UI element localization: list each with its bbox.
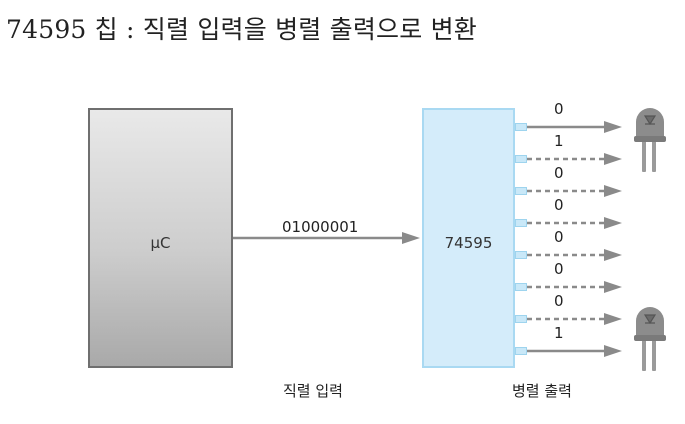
output-pin xyxy=(515,123,527,131)
output-arrowhead xyxy=(604,121,622,133)
output-bit-label: 0 xyxy=(554,196,564,214)
serial-input-arrowhead xyxy=(402,232,420,244)
output-pin xyxy=(515,347,527,355)
output-bit-label: 0 xyxy=(554,100,564,118)
output-arrowhead xyxy=(604,217,622,229)
microcontroller-block: μC xyxy=(88,108,233,368)
output-bit-label: 0 xyxy=(554,292,564,310)
output-pin xyxy=(515,315,527,323)
diagram-title: 74595 칩 : 직렬 입력을 병렬 출력으로 변환 xyxy=(6,15,477,44)
output-arrowhead xyxy=(604,249,622,261)
output-bit-label: 1 xyxy=(554,324,564,342)
output-bit-label: 0 xyxy=(554,260,564,278)
serial-input-caption: 직렬 입력 xyxy=(283,382,343,400)
output-pin xyxy=(515,219,527,227)
output-arrowhead xyxy=(604,313,622,325)
output-arrowhead xyxy=(604,345,622,357)
output-arrowhead xyxy=(604,185,622,197)
output-arrowhead xyxy=(604,153,622,165)
output-bit-label: 1 xyxy=(554,132,564,150)
output-arrowhead xyxy=(604,281,622,293)
chip-label: 74595 xyxy=(444,234,493,252)
microcontroller-label: μC xyxy=(150,234,171,252)
led-icon xyxy=(634,108,666,172)
output-pin xyxy=(515,155,527,163)
serial-data-label: 01000001 xyxy=(282,218,359,236)
output-bit-label: 0 xyxy=(554,164,564,182)
led-icon xyxy=(634,307,666,371)
output-bit-label: 0 xyxy=(554,228,564,246)
output-pin xyxy=(515,187,527,195)
output-pin xyxy=(515,251,527,259)
parallel-output-caption: 병렬 출력 xyxy=(512,382,572,400)
output-pin xyxy=(515,283,527,291)
shift-register-chip: 74595 xyxy=(422,108,515,368)
